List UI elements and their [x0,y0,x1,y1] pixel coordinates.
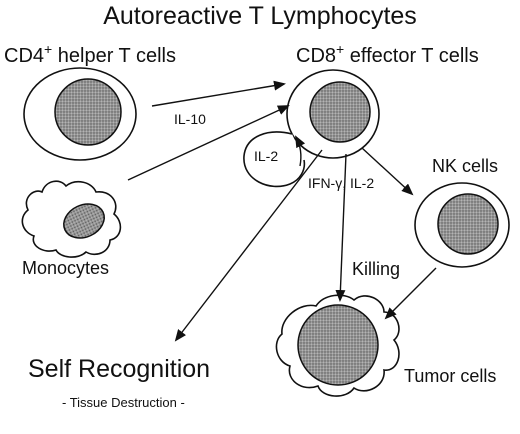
self-recognition-title: Self Recognition [28,355,210,383]
cd4-helper-t-cell [23,67,137,161]
nk-to-tumor-arrow [384,267,437,320]
monocytes-label: Monocytes [22,258,109,278]
tumor-cells-label: Tumor cells [404,366,496,386]
ifn-il2-label: IFN-γ, IL-2 [308,175,374,191]
il10-label: IL-10 [174,111,206,127]
killing-label: Killing [352,259,400,279]
il2-loop-label: IL-2 [254,148,278,164]
tumor-cell [275,294,400,397]
cd8-effector-t-cell [286,69,380,159]
monocyte [21,180,122,258]
cd8-to-nk-arrow [361,147,414,196]
diagram-title: Autoreactive T Lymphocytes [103,2,417,30]
cd8-to-tumor-arrow [335,153,347,302]
cd4-to-cd8-arrow [151,80,286,107]
cd4-label: CD4+ helper T cells [4,41,176,67]
nk-cell [414,182,510,268]
monocyte-to-cd8-arrow [127,105,290,181]
il2-autocrine-loop: IL-2 [243,131,306,188]
nk-cells-label: NK cells [432,156,498,176]
cd8-label: CD8+ effector T cells [296,41,479,67]
tissue-destruction-subtitle: - Tissue Destruction - [62,395,185,410]
cd8-to-self-recognition-arrow [174,149,323,342]
